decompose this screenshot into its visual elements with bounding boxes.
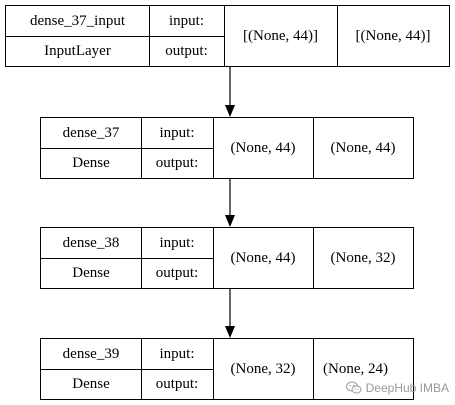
divider	[313, 118, 314, 178]
connection-arrow	[225, 179, 235, 227]
output-label: output:	[165, 42, 208, 59]
input-shape: (None, 44)	[230, 139, 296, 156]
divider	[213, 118, 214, 178]
layer-node-dense-37-input: dense_37_input InputLayer input: output:…	[5, 5, 450, 67]
divider	[41, 258, 213, 259]
output-label: output:	[155, 264, 199, 281]
layer-type: Dense	[72, 375, 110, 392]
output-shape: (None, 32)	[330, 249, 396, 266]
divider	[224, 6, 225, 66]
divider	[213, 339, 214, 399]
divider	[313, 228, 314, 288]
layer-type: InputLayer	[44, 42, 111, 59]
divider	[213, 228, 214, 288]
divider	[41, 369, 213, 370]
layer-node-dense-39: dense_39 Dense input: output: (None, 32)…	[40, 338, 414, 400]
output-shape: (None, 44)	[330, 139, 396, 156]
watermark-text: DeepHub IMBA	[365, 381, 449, 395]
layer-node-dense-37: dense_37 Dense input: output: (None, 44)…	[40, 117, 414, 179]
layer-name: dense_37_input	[30, 12, 125, 29]
watermark: DeepHub IMBA	[345, 381, 449, 395]
divider	[6, 36, 224, 37]
layer-node-dense-38: dense_38 Dense input: output: (None, 44)…	[40, 227, 414, 289]
output-shape: (None, 24)	[323, 360, 388, 377]
input-label: input:	[159, 234, 195, 251]
wechat-icon	[345, 381, 362, 394]
input-label: input:	[159, 124, 195, 141]
output-label: output:	[155, 154, 199, 171]
layer-name: dense_39	[62, 345, 120, 362]
input-shape: (None, 44)	[230, 249, 296, 266]
layer-name: dense_38	[62, 234, 120, 251]
layer-name: dense_37	[62, 124, 120, 141]
output-shape: [(None, 44)]	[355, 27, 431, 44]
divider	[337, 6, 338, 66]
connection-arrow	[225, 67, 235, 117]
divider	[313, 339, 314, 399]
layer-type: Dense	[72, 264, 110, 281]
input-label: input:	[168, 12, 204, 29]
output-label: output:	[155, 375, 199, 392]
input-label: input:	[159, 345, 195, 362]
input-shape: (None, 32)	[230, 360, 296, 377]
input-shape: [(None, 44)]	[243, 27, 318, 44]
connection-arrow	[225, 289, 235, 338]
layer-type: Dense	[72, 154, 110, 171]
divider	[41, 148, 213, 149]
